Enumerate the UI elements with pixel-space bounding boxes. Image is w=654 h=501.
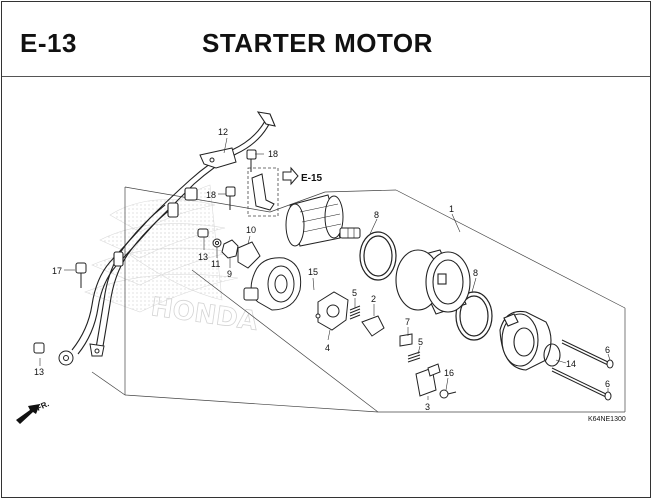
- through-bolts: [551, 339, 614, 401]
- reference-arrow-icon: [282, 166, 299, 186]
- callout-11: 11: [211, 259, 220, 269]
- armature: [285, 194, 361, 247]
- motor-yoke: [395, 249, 471, 315]
- callout-6a: 6: [605, 345, 610, 355]
- callout-2: 2: [371, 294, 376, 304]
- assembly-outline: [91, 186, 626, 413]
- header-divider: [2, 76, 650, 77]
- honda-watermark-text: HONDA: [149, 292, 259, 337]
- washer: [543, 343, 561, 367]
- callout-17: 17: [52, 266, 62, 276]
- callout-3: 3: [425, 402, 430, 412]
- callout-7: 7: [405, 317, 410, 327]
- brushes-springs: [349, 305, 421, 363]
- reference-label: E-15: [301, 173, 323, 184]
- section-code: E-13: [20, 28, 77, 58]
- mounting-bracket: [251, 173, 275, 211]
- callout-12: 12: [218, 127, 228, 137]
- starter-cable: [71, 111, 276, 355]
- callout-9: 9: [227, 269, 232, 279]
- bolts: [33, 149, 257, 354]
- callout-13a: 13: [34, 367, 44, 377]
- callout-4: 4: [325, 343, 330, 353]
- cable-terminals: [58, 343, 105, 366]
- cable-clamp: [199, 147, 237, 169]
- leader-lines: [39, 137, 611, 400]
- o-rings: [359, 231, 493, 341]
- callout-10: 10: [246, 225, 256, 235]
- callout-8b: 8: [473, 268, 478, 278]
- front-direction-arrow: FR.: [16, 399, 51, 424]
- callout-5a: 5: [352, 288, 357, 298]
- callout-5b: 5: [418, 337, 423, 347]
- callout-6b: 6: [605, 379, 610, 389]
- callout-18b: 18: [206, 190, 216, 200]
- page-title: STARTER MOTOR: [202, 28, 433, 58]
- callout-16: 16: [444, 368, 454, 378]
- callout-13b: 13: [198, 252, 208, 262]
- terminal-plate: [415, 363, 457, 399]
- callout-8a: 8: [374, 210, 379, 220]
- diagram-code: K64NE1300: [588, 416, 626, 423]
- nuts-washers: [212, 238, 261, 269]
- front-direction-label: FR.: [35, 399, 50, 413]
- front-cover: [243, 257, 302, 311]
- callout-1: 1: [449, 204, 454, 214]
- callout-labels: 12 18 18 17 13 13 11 9 10 8 1 8 15 5 2 7…: [34, 127, 610, 412]
- reference-box: [247, 167, 279, 217]
- callout-15: 15: [308, 267, 318, 277]
- callout-18a: 18: [268, 149, 278, 159]
- brush-holder: [315, 291, 349, 331]
- rear-cover: [499, 310, 552, 371]
- callout-14: 14: [566, 359, 576, 369]
